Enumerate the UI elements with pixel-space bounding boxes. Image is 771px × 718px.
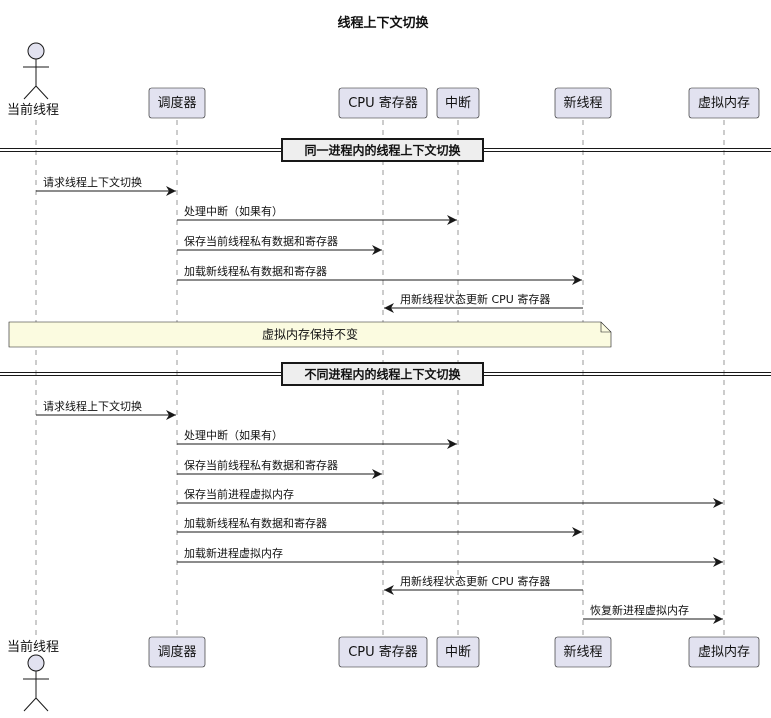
participant-label: 当前线程 [7,102,59,118]
participant-box [688,636,760,668]
participant-label: 虚拟内存 [698,95,750,111]
message: 请求线程上下文切换 [36,175,176,196]
message-label: 请求线程上下文切换 [43,175,142,189]
message-label: 处理中断（如果有） [184,204,283,218]
message: 加载新线程私有数据和寄存器 [177,264,582,285]
message: 加载新进程虚拟内存 [177,546,723,567]
message-label: 保存当前线程私有数据和寄存器 [184,458,338,472]
message-label: 用新线程状态更新 CPU 寄存器 [400,292,550,306]
messages: 请求线程上下文切换处理中断（如果有）保存当前线程私有数据和寄存器加载新线程私有数… [36,175,723,624]
message: 保存当前线程私有数据和寄存器 [177,458,382,479]
participant-box [688,87,760,119]
participant-new-bottom: 新线程 [554,636,612,668]
message-label: 保存当前进程虚拟内存 [184,487,294,501]
divider-label: 同一进程内的线程上下文切换 [304,143,461,158]
divider-box [281,362,484,386]
actor-body [23,59,49,100]
section-divider: 同一进程内的线程上下文切换 [0,138,771,162]
message-label: 请求线程上下文切换 [43,399,142,413]
message-label: 保存当前线程私有数据和寄存器 [184,234,338,248]
participant-box [148,636,206,668]
message-label: 加载新进程虚拟内存 [184,546,283,560]
message-label: 恢复新进程虚拟内存 [590,603,689,617]
actor-head [27,654,45,672]
message: 请求线程上下文切换 [36,399,176,420]
participant-label: CPU 寄存器 [348,95,418,111]
message: 恢复新进程虚拟内存 [583,603,723,624]
message: 保存当前线程私有数据和寄存器 [177,234,382,255]
message-label: 加载新线程私有数据和寄存器 [184,264,327,278]
message: 保存当前进程虚拟内存 [177,487,723,508]
participant-label: 新线程 [563,95,602,111]
message: 用新线程状态更新 CPU 寄存器 [384,574,583,595]
actor-cur-top: 当前线程 [7,42,59,118]
participant-sch-bottom: 调度器 [148,636,206,668]
message-label: 处理中断（如果有） [184,428,283,442]
participant-vm-top: 虚拟内存 [688,87,760,119]
participant-cpu-top: CPU 寄存器 [338,87,428,119]
participant-box [554,87,612,119]
note-text: 虚拟内存保持不变 [262,327,358,342]
participant-cpu-bottom: CPU 寄存器 [338,636,428,668]
participant-box [436,87,480,119]
participant-box [148,87,206,119]
message: 处理中断（如果有） [177,204,457,225]
participant-int-top: 中断 [436,87,480,119]
participant-box [338,87,428,119]
actor-cur-bottom: 当前线程 [7,639,59,712]
participant-label: CPU 寄存器 [348,644,418,660]
message: 处理中断（如果有） [177,428,457,449]
participant-label: 当前线程 [7,639,59,655]
message: 用新线程状态更新 CPU 寄存器 [384,292,583,313]
divider-box [281,138,484,162]
participant-label: 中断 [445,96,471,111]
section-divider: 不同进程内的线程上下文切换 [0,362,771,386]
note-fold [600,322,611,333]
divider-label: 不同进程内的线程上下文切换 [304,367,461,382]
participant-int-bottom: 中断 [436,636,480,668]
participant-new-top: 新线程 [554,87,612,119]
lifelines [35,120,725,636]
message-label: 用新线程状态更新 CPU 寄存器 [400,574,550,588]
actor-body [23,671,49,712]
notes: 虚拟内存保持不变 [8,321,612,348]
participant-vm-bottom: 虚拟内存 [688,636,760,668]
diagram-title: 线程上下文切换 [337,15,429,31]
participant-label: 调度器 [157,95,196,111]
actor-head [27,42,45,60]
message: 加载新线程私有数据和寄存器 [177,516,582,537]
participant-label: 调度器 [157,644,196,660]
participant-label: 中断 [445,645,471,660]
participant-sch-top: 调度器 [148,87,206,119]
note: 虚拟内存保持不变 [8,321,612,348]
participant-label: 新线程 [563,644,602,660]
participant-label: 虚拟内存 [698,644,750,660]
participant-box [436,636,480,668]
message-label: 加载新线程私有数据和寄存器 [184,516,327,530]
participant-box [554,636,612,668]
participant-box [338,636,428,668]
note-box [8,321,612,348]
